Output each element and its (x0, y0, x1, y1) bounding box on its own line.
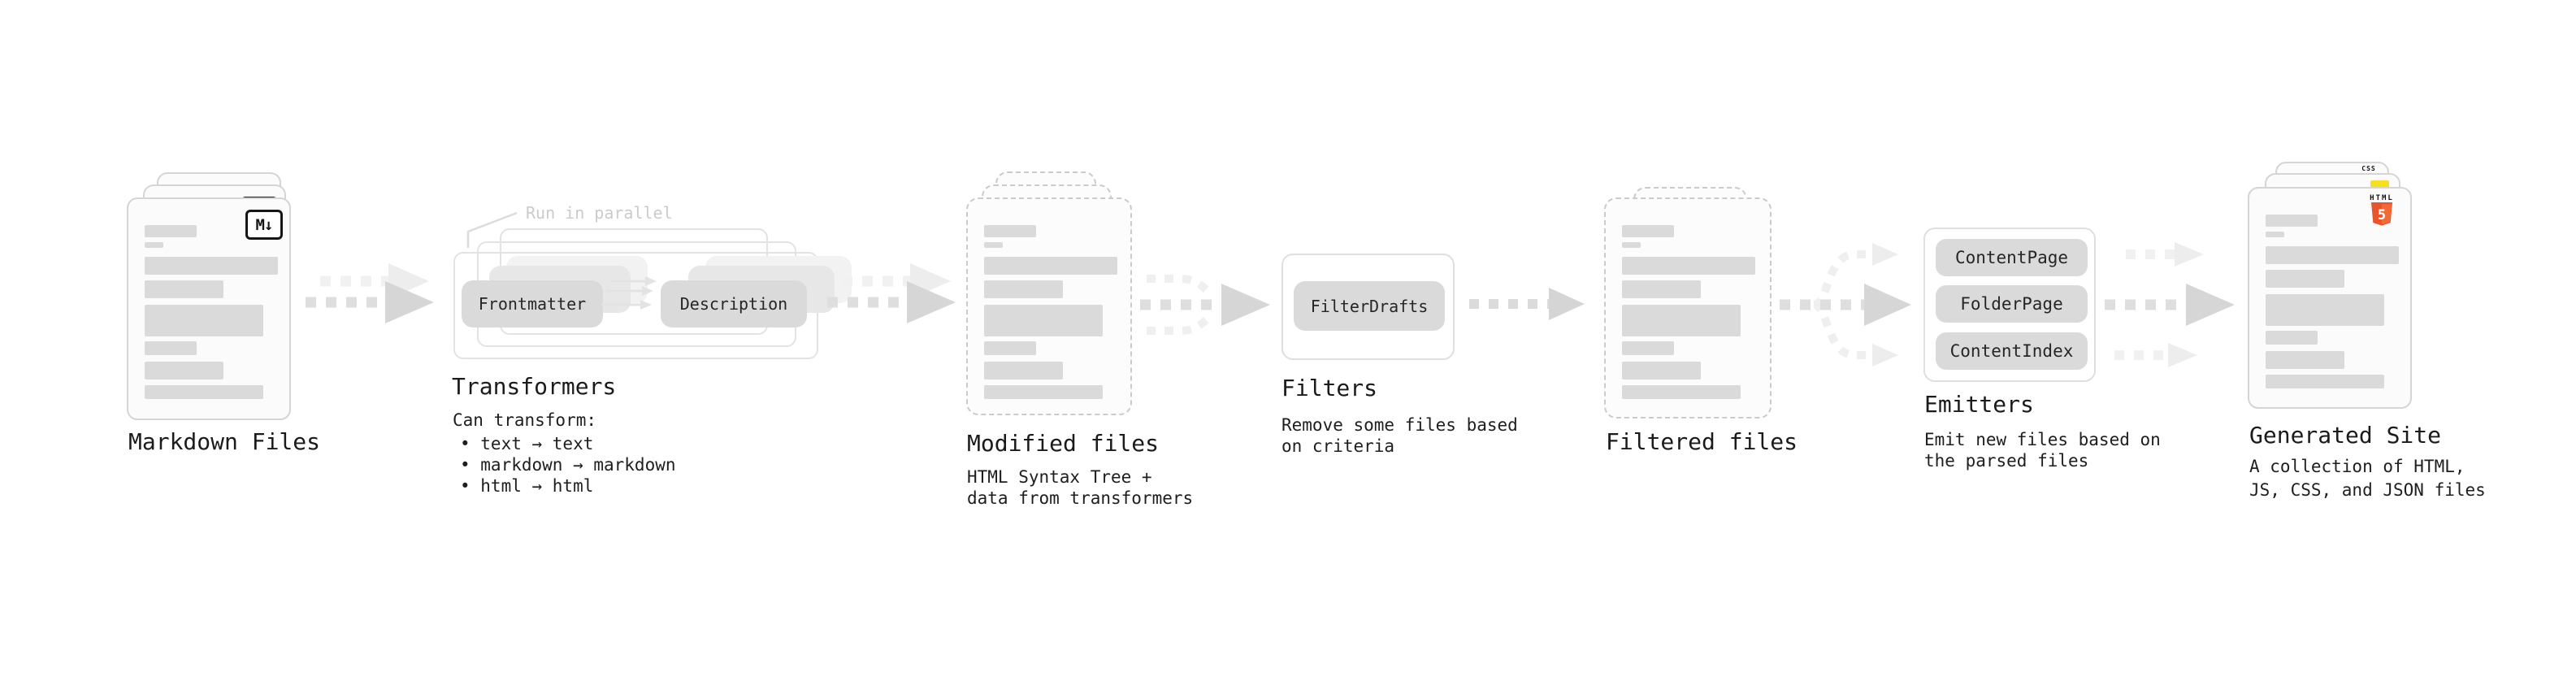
transform-mini-arrow (601, 300, 652, 310)
markdown-files-stack: M↓ M↓ M↓ (127, 172, 330, 424)
folder-page-pill: FolderPage (1936, 285, 2088, 323)
frontmatter-pill: Frontmatter (462, 280, 603, 327)
transformers-bullets: • text → text • markdown → markdown • ht… (460, 433, 676, 497)
html5-icon: HTML 5 (2361, 194, 2403, 230)
filtered-file-card-front (1604, 197, 1772, 419)
emitters-box: ContentPage FolderPage ContentIndex (1923, 228, 2096, 382)
arrow-filters-to-filtered (1469, 288, 1585, 320)
filtered-files-stack (1604, 187, 1807, 431)
content-page-pill: ContentPage (1936, 239, 2088, 276)
svg-text:5: 5 (2378, 207, 2386, 223)
arrow-filtered-to-emitters (1780, 243, 1911, 367)
file-content-placeholder (145, 225, 278, 399)
arrow-transformers-to-modified (827, 263, 956, 323)
transform-mini-arrow (611, 276, 657, 286)
emitters-label: Emitters (1924, 391, 2034, 418)
transform-mini-arrow (606, 286, 653, 296)
generated-file-card-front: HTML 5 (2248, 187, 2412, 409)
filters-subtitle: Remove some files based on criteria (1281, 415, 1518, 456)
description-pill: Description (661, 280, 807, 327)
note-connector-line (466, 211, 518, 248)
markdown-files-label: Markdown Files (128, 428, 321, 455)
modified-file-card-front (966, 197, 1132, 415)
content-index-pill: ContentIndex (1936, 332, 2088, 370)
arrow-markdown-to-transformers (306, 263, 434, 323)
markdown-file-card-front: M↓ (127, 197, 291, 420)
file-content-placeholder (2266, 215, 2399, 388)
filter-drafts-pill: FilterDrafts (1294, 281, 1445, 331)
generated-site-subtitle: A collection of HTML, JS, CSS, and JSON … (2249, 457, 2486, 500)
arrow-emitters-to-generated (2105, 242, 2235, 367)
transformers-label: Transformers (452, 373, 617, 400)
file-content-placeholder (984, 225, 1117, 399)
file-content-placeholder (1622, 225, 1755, 399)
modified-files-subtitle: HTML Syntax Tree + data from transformer… (967, 467, 1194, 508)
bullet-item: • text → text (460, 434, 594, 453)
emitters-subtitle: Emit new files based on the parsed files (1924, 430, 2161, 471)
transformers-subtitle: Can transform: (453, 410, 597, 430)
modified-files-stack (966, 171, 1169, 423)
markdown-icon: M↓ (245, 210, 283, 240)
bullet-item: • html → html (460, 476, 594, 496)
bullet-item: • markdown → markdown (460, 455, 676, 475)
modified-files-label: Modified files (967, 430, 1160, 457)
arrow-modified-to-filters (1140, 275, 1270, 335)
filtered-files-label: Filtered files (1606, 428, 1798, 455)
filters-box: FilterDrafts (1281, 254, 1455, 360)
run-in-parallel-note: Run in parallel (526, 203, 673, 223)
generated-site-stack: CSS HTML 5 (2248, 162, 2451, 414)
filters-label: Filters (1281, 375, 1378, 401)
generated-site-label: Generated Site (2249, 422, 2442, 449)
